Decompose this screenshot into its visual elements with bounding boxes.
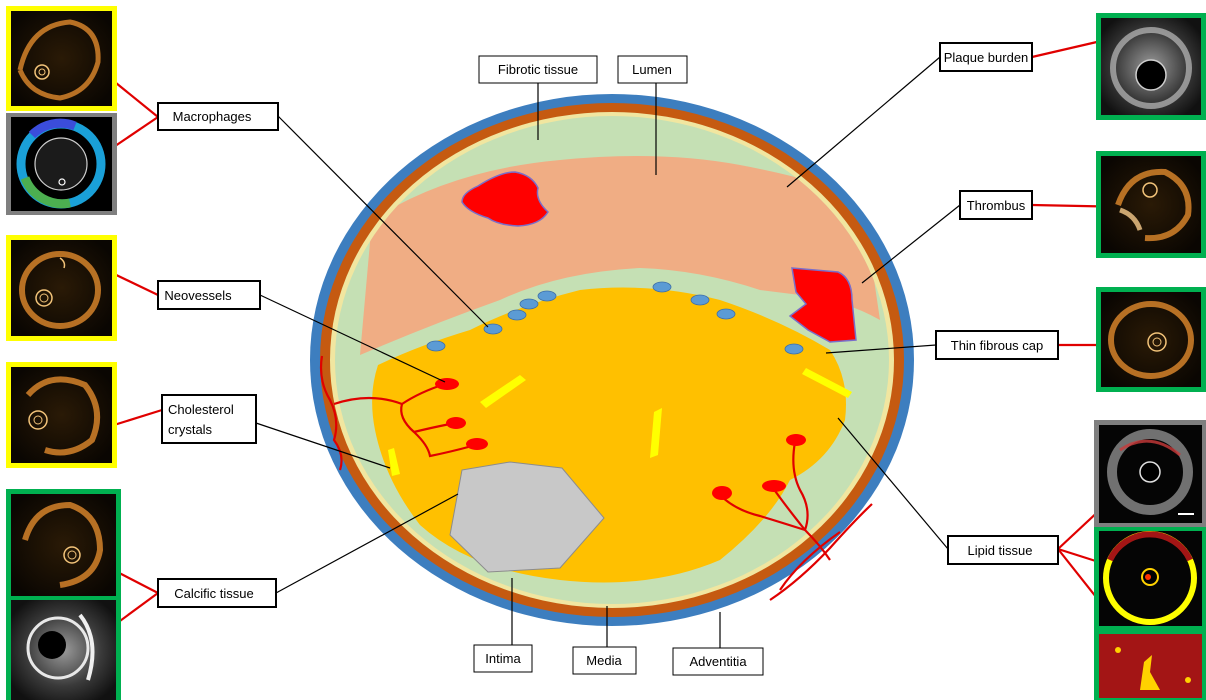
calcific-tissue-text: Calcific tissue [174,586,253,601]
label-macrophages: Macrophages [158,103,278,130]
oct-macrophage-image [6,6,117,111]
ivus-plaque-burden-image [1096,13,1206,120]
neovessels-text: Neovessels [164,288,232,303]
adventitia-text: Adventitia [689,654,747,669]
intima-text: Intima [485,651,521,666]
label-intima: Intima [474,645,532,672]
left-thumbnails [6,6,121,700]
oct-cholesterol-image [6,362,117,468]
cholesterol-text-line1: Cholesterol [168,402,234,417]
nirs-ivus-lipid-image [1094,527,1206,630]
label-cholesterol-crystals: Cholesterol crystals [162,395,256,443]
label-thrombus: Thrombus [960,191,1032,219]
oct-neovessel-image [6,235,117,341]
ivus-vh-lipid-image [1094,420,1206,527]
plaque-burden-text: Plaque burden [944,50,1029,65]
oct-thrombus-image [1096,151,1206,258]
oct-thin-cap-image [1096,287,1206,392]
ivus-calcific-image [6,596,121,700]
macrophages-text: Macrophages [173,109,252,124]
thin-fibrous-cap-text: Thin fibrous cap [951,338,1044,353]
cholesterol-text-line2: crystals [168,422,213,437]
thrombus-text: Thrombus [967,198,1026,213]
vessel-cross-section [310,94,914,626]
nirf-macrophage-image [6,113,117,215]
lumen-text: Lumen [632,62,672,77]
right-thumbnails [1094,13,1206,700]
label-calcific-tissue: Calcific tissue [158,579,276,607]
oct-calcific-image [6,489,121,596]
label-plaque-burden: Plaque burden [940,43,1032,71]
nirs-chemogram-image [1094,630,1206,700]
label-lipid-tissue: Lipid tissue [948,536,1058,564]
label-fibrotic-tissue: Fibrotic tissue [479,56,597,83]
media-text: Media [586,653,622,668]
label-thin-fibrous-cap: Thin fibrous cap [936,331,1058,359]
label-media: Media [573,647,636,674]
label-neovessels: Neovessels [158,281,260,309]
label-lumen: Lumen [618,56,687,83]
label-adventitia: Adventitia [673,648,763,675]
lipid-tissue-text: Lipid tissue [967,543,1032,558]
fibrotic-tissue-text: Fibrotic tissue [498,62,578,77]
